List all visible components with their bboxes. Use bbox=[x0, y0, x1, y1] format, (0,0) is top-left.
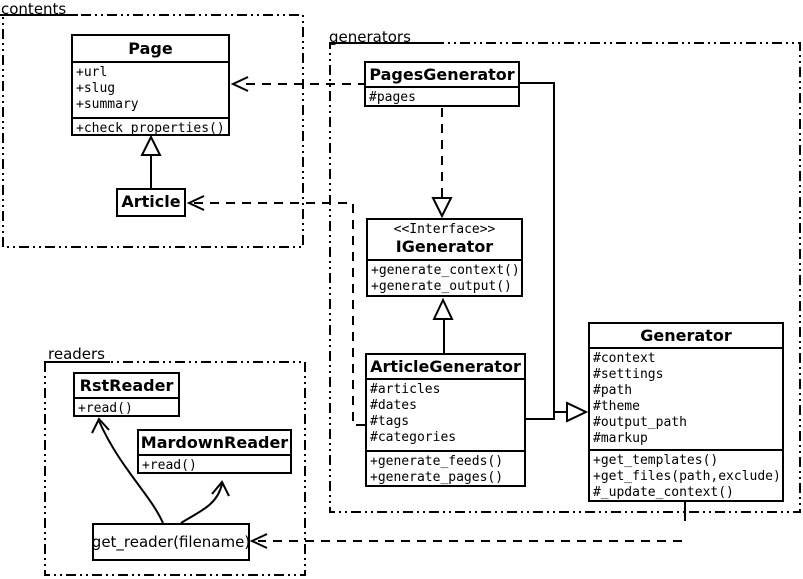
hollow-triangle-icon bbox=[431, 197, 453, 219]
method: +generate_pages() bbox=[370, 470, 504, 485]
open-arrowhead-icon bbox=[186, 195, 205, 211]
open-arrowhead-icon bbox=[249, 533, 268, 549]
get-reader-label: get_reader(filename) bbox=[91, 533, 251, 551]
class-mardownreader: MardownReader +read() bbox=[137, 429, 292, 474]
class-articlegenerator-methods: +generate_feeds() +generate_pages() bbox=[367, 450, 524, 485]
class-rstreader-methods: +read() bbox=[75, 397, 178, 416]
curved-line bbox=[98, 420, 164, 524]
class-articlegenerator: ArticleGenerator #articles #dates #tags … bbox=[365, 353, 526, 487]
attribute: #path bbox=[593, 383, 633, 398]
dependency-articlegenerator-to-article bbox=[186, 195, 365, 426]
attribute: #dates bbox=[370, 398, 417, 413]
package-generators-border bbox=[329, 42, 801, 513]
attribute: +slug bbox=[76, 81, 116, 96]
class-igenerator: <<Interface>> IGenerator +generate_conte… bbox=[366, 218, 523, 297]
class-page-attributes: +url +slug +summary bbox=[73, 61, 228, 117]
arrow-getreader-to-mardownreader bbox=[180, 480, 230, 524]
class-rstreader: RstReader +read() bbox=[73, 372, 180, 417]
dependency-generator-to-getreader bbox=[249, 500, 686, 549]
inheritance-generators-to-generator bbox=[519, 82, 589, 423]
hollow-triangle-icon bbox=[140, 134, 162, 156]
attribute: +summary bbox=[76, 97, 139, 112]
method: #_update_context() bbox=[593, 485, 734, 500]
dependency-pagesgenerator-to-page bbox=[230, 76, 364, 92]
package-label-contents: contents bbox=[1, 0, 67, 18]
curved-line bbox=[180, 483, 223, 524]
package-label-generators: generators bbox=[329, 28, 411, 46]
class-pagesgenerator-attributes: #pages bbox=[366, 86, 518, 105]
class-page-methods: +check_properties() bbox=[73, 117, 228, 136]
class-generator: Generator #context #settings #path #them… bbox=[588, 322, 784, 502]
inheritance-line bbox=[519, 82, 555, 420]
attribute: #markup bbox=[593, 431, 648, 446]
open-arrowhead-icon bbox=[211, 480, 230, 497]
inheritance-line bbox=[553, 411, 567, 419]
class-rstreader-title: RstReader bbox=[79, 376, 174, 395]
attribute: #categories bbox=[370, 430, 457, 445]
class-articlegenerator-title: ArticleGenerator bbox=[370, 357, 521, 376]
attribute: #output_path bbox=[593, 415, 687, 430]
package-label-readers: readers bbox=[48, 345, 105, 363]
open-arrowhead-icon bbox=[230, 76, 249, 92]
class-igenerator-title: IGenerator bbox=[395, 237, 494, 256]
class-pagesgenerator: PagesGenerator #pages bbox=[364, 61, 520, 107]
attribute: +url bbox=[76, 65, 108, 80]
open-arrowhead-icon bbox=[91, 417, 110, 434]
package-contents-border bbox=[2, 14, 304, 248]
hollow-triangle-icon bbox=[432, 297, 454, 320]
class-igenerator-stereotype: <<Interface>> bbox=[393, 222, 496, 237]
inheritance-article-to-page bbox=[140, 134, 162, 189]
class-mardownreader-title: MardownReader bbox=[140, 433, 289, 452]
arrow-getreader-to-rstreader bbox=[91, 417, 164, 524]
method: +read() bbox=[142, 458, 197, 473]
method: +get_templates() bbox=[593, 453, 719, 468]
attribute: #context bbox=[593, 351, 656, 366]
class-page: Page +url +slug +summary +check_properti… bbox=[71, 34, 230, 136]
method: +generate_context() bbox=[371, 263, 520, 278]
class-pagesgenerator-title: PagesGenerator bbox=[369, 65, 515, 84]
class-article-title: Article bbox=[121, 192, 181, 211]
attribute: #articles bbox=[370, 382, 441, 397]
class-page-title: Page bbox=[128, 39, 173, 58]
attribute: #tags bbox=[370, 414, 410, 429]
class-generator-attributes: #context #settings #path #theme #output_… bbox=[590, 347, 782, 449]
class-igenerator-methods: +generate_context() +generate_output() bbox=[368, 259, 521, 295]
class-generator-methods: +get_templates() +get_files(path,exclude… bbox=[590, 449, 782, 500]
realization-pagesgenerator-to-igenerator bbox=[431, 108, 453, 219]
hollow-triangle-icon bbox=[566, 401, 589, 423]
class-articlegenerator-attributes: #articles #dates #tags #categories bbox=[367, 378, 524, 450]
method: +get_files(path,exclude) bbox=[593, 469, 781, 484]
get-reader-box: get_reader(filename) bbox=[92, 523, 250, 561]
method: +generate_feeds() bbox=[370, 454, 504, 469]
class-generator-title: Generator bbox=[640, 326, 732, 345]
attribute: #pages bbox=[369, 90, 416, 105]
method: +read() bbox=[78, 401, 133, 416]
inheritance-articlegenerator-to-igenerator bbox=[432, 297, 454, 353]
attribute: #settings bbox=[593, 367, 664, 382]
attribute: #theme bbox=[593, 399, 640, 414]
package-readers-border bbox=[44, 361, 306, 576]
class-article: Article bbox=[116, 188, 186, 217]
method: +check_properties() bbox=[76, 121, 225, 136]
dependency-line bbox=[191, 202, 365, 426]
class-mardownreader-methods: +read() bbox=[139, 454, 290, 473]
method: +generate_output() bbox=[371, 279, 512, 294]
